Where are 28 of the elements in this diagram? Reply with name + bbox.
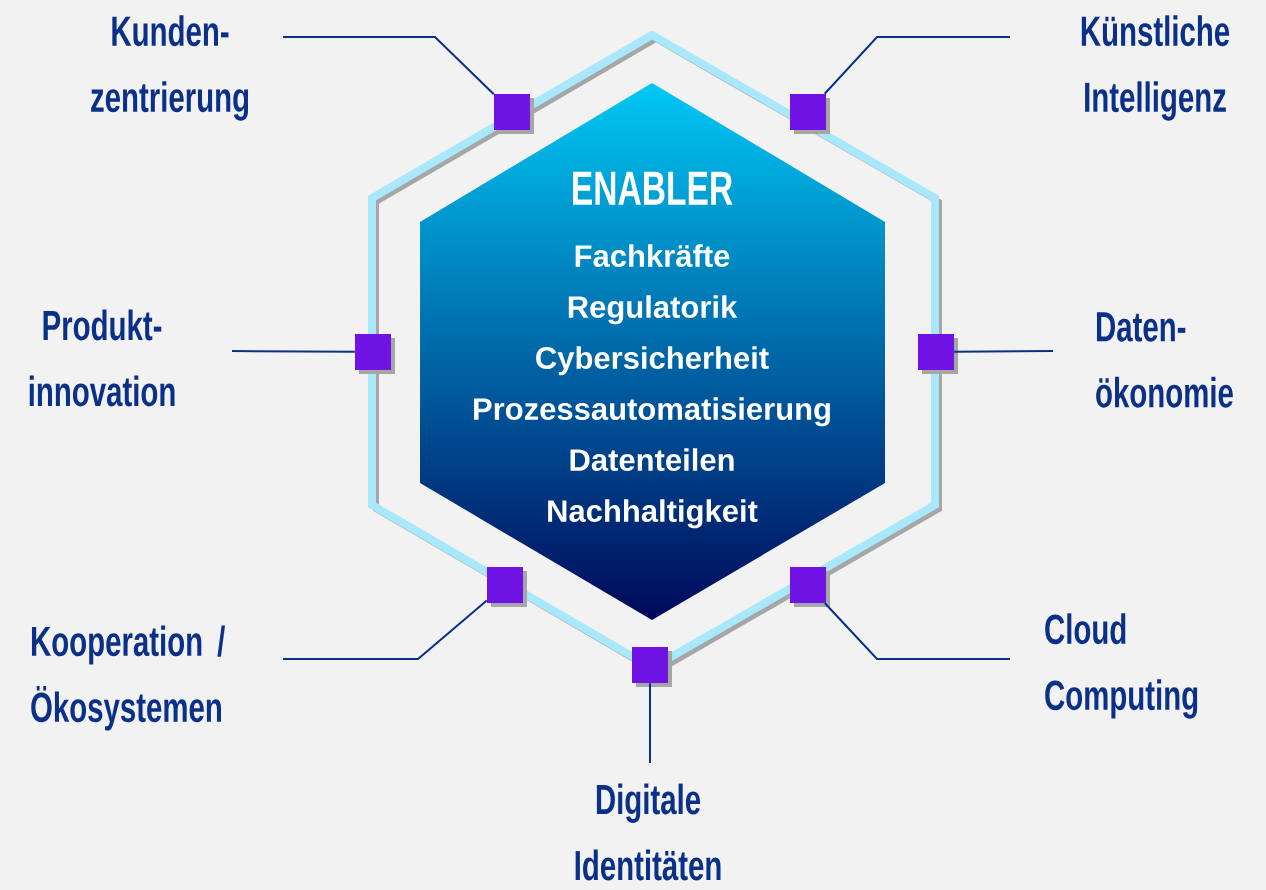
marker-square bbox=[790, 567, 830, 607]
feature-label: Cloud Computing bbox=[1045, 613, 1198, 719]
feature-label: Produkt- innovation bbox=[29, 309, 175, 407]
hexagon-heading: ENABLER bbox=[573, 171, 733, 205]
leader-line bbox=[823, 602, 1011, 660]
leader-line bbox=[282, 36, 495, 96]
feature-label: Daten- ökonomie bbox=[1096, 312, 1233, 408]
enabler-item: Nachhaltigkeit bbox=[548, 499, 758, 529]
enabler-item: Prozessautomatisierung bbox=[474, 397, 830, 427]
leader-line bbox=[231, 350, 356, 353]
feature-label: Digitale Identitäten bbox=[575, 783, 721, 881]
leader-line bbox=[953, 350, 1054, 353]
enabler-item: Regulatorik bbox=[568, 295, 738, 325]
marker-square bbox=[632, 647, 672, 687]
leader-line bbox=[282, 599, 488, 660]
enabler-item: Cybersicherheit bbox=[536, 346, 769, 376]
marker-square bbox=[790, 94, 830, 134]
leader-line bbox=[823, 36, 1011, 95]
enabler-item: Datenteilen bbox=[570, 448, 734, 471]
marker-square bbox=[487, 567, 527, 607]
feature-label: Kooperation / Ökosystemen bbox=[31, 625, 225, 731]
feature-label: Künstliche Intelligenz bbox=[1081, 15, 1230, 121]
marker-square bbox=[494, 94, 534, 134]
enabler-item: Fachkräfte bbox=[575, 244, 730, 267]
marker-square bbox=[918, 334, 958, 374]
marker-square bbox=[355, 334, 395, 374]
feature-label: Kunden- zentrierung bbox=[91, 15, 249, 121]
leader-line bbox=[649, 682, 651, 764]
